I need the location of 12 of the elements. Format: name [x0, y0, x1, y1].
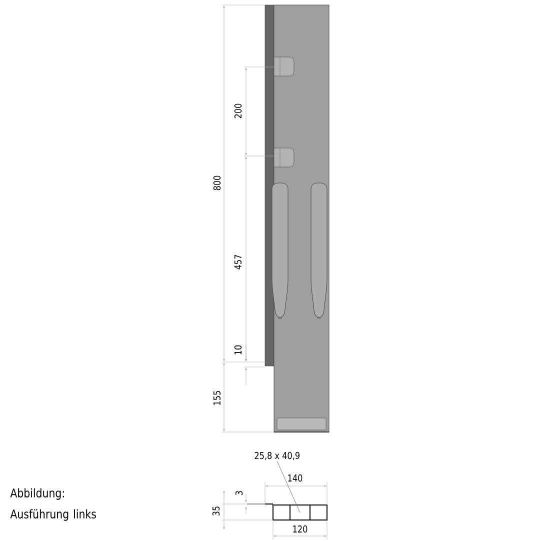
dimension-label: 457: [234, 254, 242, 270]
caption-text: Abbildung: Ausführung links: [10, 488, 96, 521]
dimension-label: 140: [288, 474, 302, 482]
dimension-label: 155: [213, 391, 221, 405]
dimension-label: 200: [234, 104, 242, 118]
section-cell: [290, 504, 310, 520]
dimension-label: 25,8 x 40,9: [253, 450, 302, 462]
dimension-label: 35: [212, 506, 220, 516]
leader-line: [276, 461, 300, 513]
dimension-label: 10: [234, 345, 242, 354]
dimension-label: 800: [213, 176, 221, 190]
dimension-label: 3: [235, 491, 243, 495]
